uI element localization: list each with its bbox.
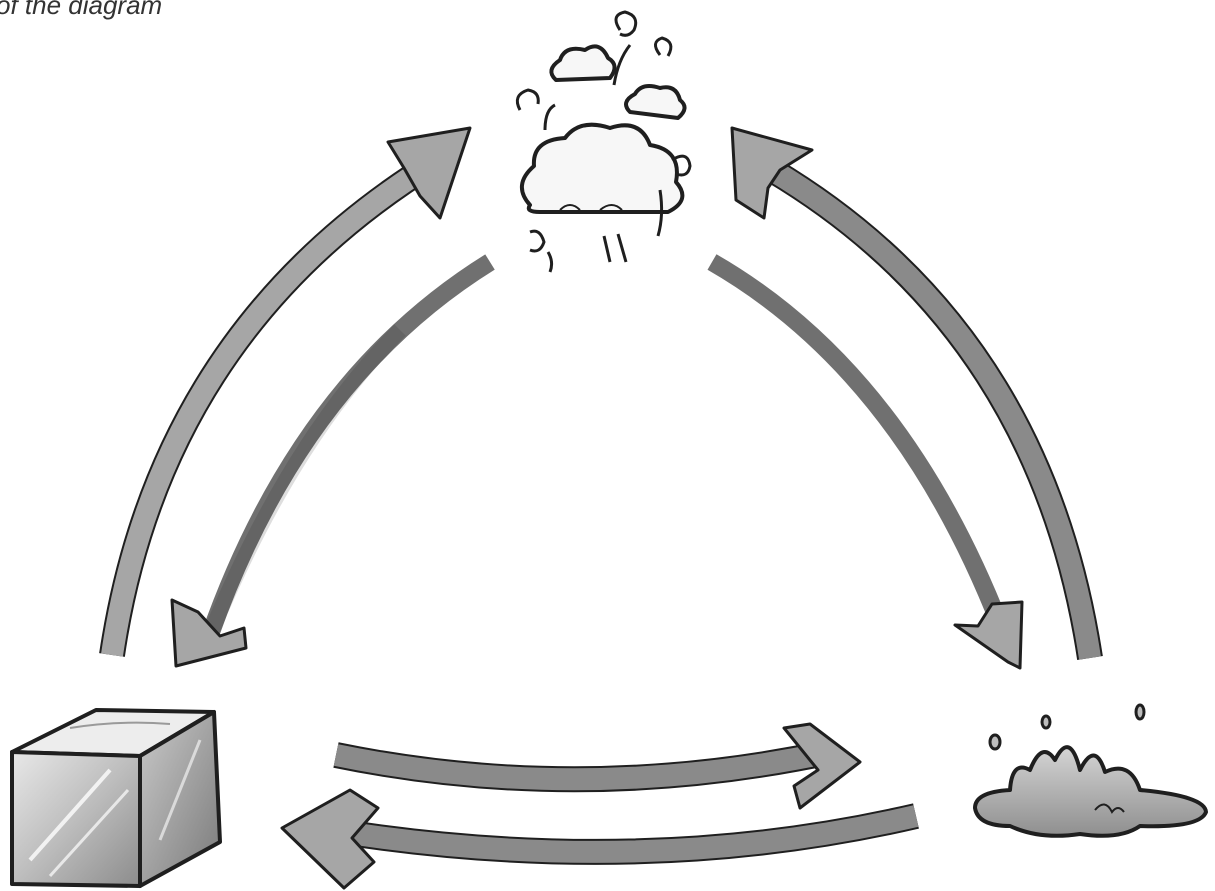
arrow-solid-to-liquid [333, 722, 862, 810]
arrow-solid-to-gas [99, 126, 472, 657]
arrow-liquid-to-solid [280, 788, 919, 890]
ice-cube-icon [10, 708, 222, 888]
arrow-gas-to-solid [170, 254, 495, 668]
steam-cloud-icon [515, 10, 692, 273]
diagram-caption: of the diagram [0, 0, 163, 20]
water-puddle-icon [973, 703, 1208, 838]
arrow-gas-to-liquid [707, 254, 1024, 670]
arrow-liquid-to-gas [730, 126, 1103, 660]
